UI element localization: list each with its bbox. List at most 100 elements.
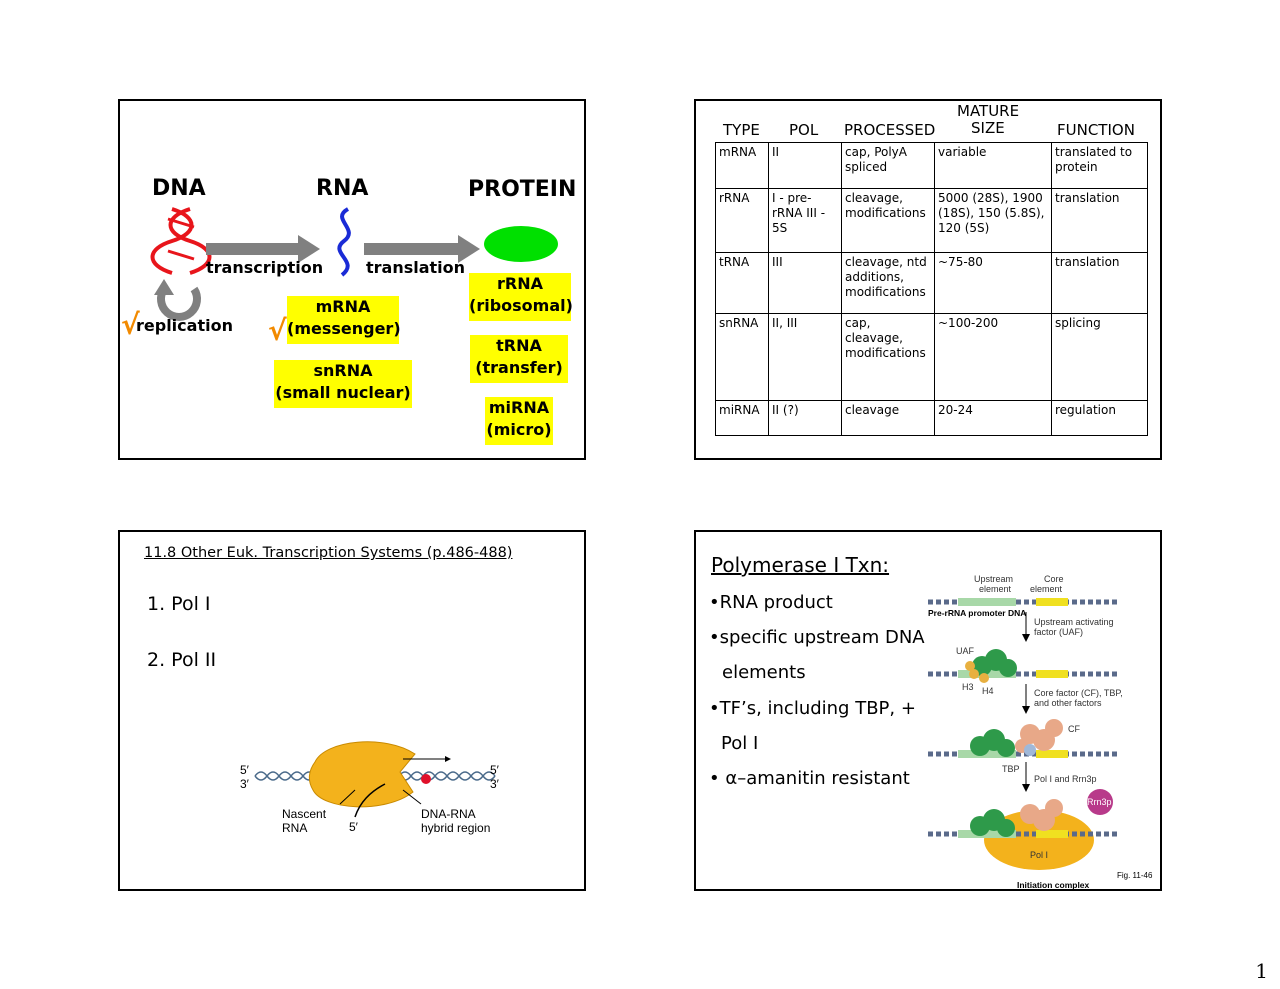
cell-type: snRNA bbox=[715, 313, 769, 401]
mirna-sub: (micro) bbox=[486, 420, 552, 439]
upstream-element-icon bbox=[958, 598, 1016, 606]
cell-size: variable bbox=[934, 142, 1052, 189]
slide-pol-i: Polymerase I Txn: •RNA product •specific… bbox=[694, 530, 1162, 891]
bullet-elements: elements bbox=[722, 662, 806, 683]
table-row: rRNA I - pre-rRNA III - 5S cleavage, mod… bbox=[715, 188, 1148, 253]
three-prime-left: 3′ bbox=[240, 777, 250, 791]
cell-pol: I - pre-rRNA III - 5S bbox=[768, 188, 842, 253]
upstream-label-2: element bbox=[979, 584, 1012, 594]
bullet-tfs: •TF’s, including TBP, + bbox=[709, 698, 916, 719]
cell-function: translated to protein bbox=[1051, 142, 1148, 189]
snrna-title: snRNA bbox=[313, 361, 373, 380]
transcription-label: transcription bbox=[206, 258, 324, 277]
cf-note-2: and other factors bbox=[1034, 698, 1102, 708]
table-row: tRNA III cleavage, ntd additions, modifi… bbox=[715, 252, 1148, 314]
mrna-check-icon: √ bbox=[268, 314, 287, 347]
snrna-sub: (small nuclear) bbox=[275, 383, 411, 402]
rrna-box: rRNA (ribosomal) bbox=[469, 273, 573, 321]
cell-processed: cleavage bbox=[841, 400, 935, 436]
pol-i-text: Pol I bbox=[1030, 850, 1048, 860]
cf-note: Core factor (CF), TBP, bbox=[1034, 688, 1123, 698]
header-size: SIZE bbox=[971, 119, 1005, 137]
header-processed: PROCESSED bbox=[844, 121, 936, 139]
slide-rna-table: TYPE POL PROCESSED MATURE SIZE FUNCTION … bbox=[694, 99, 1162, 460]
cf-text: CF bbox=[1068, 724, 1080, 734]
active-site-icon bbox=[421, 774, 431, 784]
protein-label: PROTEIN bbox=[468, 177, 577, 202]
hybrid-label-2: hybrid region bbox=[421, 821, 490, 835]
rna-label: RNA bbox=[316, 176, 369, 201]
rrna-sub: (ribosomal) bbox=[469, 296, 573, 315]
core-label: Core bbox=[1044, 574, 1064, 584]
polymerase-body-icon bbox=[308, 741, 416, 808]
cell-pol: III bbox=[768, 252, 842, 314]
dna-helix-icon bbox=[150, 207, 212, 275]
mirna-title: miRNA bbox=[488, 398, 550, 417]
pol-ii-item: 2. Pol II bbox=[147, 649, 217, 671]
table-row: snRNA II, III cap, cleavage, modificatio… bbox=[715, 313, 1148, 401]
uaf-note-2: factor (UAF) bbox=[1034, 627, 1083, 637]
cell-processed: cleavage, modifications bbox=[841, 188, 935, 253]
uaf-note: Upstream activating bbox=[1034, 617, 1114, 627]
pol-note: Pol I and Rrn3p bbox=[1034, 774, 1097, 784]
page-number: 1 bbox=[1255, 959, 1268, 983]
trna-box: tRNA (transfer) bbox=[470, 335, 568, 383]
cell-type: rRNA bbox=[715, 188, 769, 253]
translation-label: translation bbox=[366, 258, 466, 277]
cell-pol: II bbox=[768, 142, 842, 189]
pol-i-item: 1. Pol I bbox=[147, 593, 211, 615]
dogma-diagram bbox=[150, 207, 558, 321]
slide-other-euk: 11.8 Other Euk. Transcription Systems (p… bbox=[118, 530, 586, 891]
protein-ellipse-icon bbox=[484, 226, 558, 262]
mrna-box: mRNA (messenger) bbox=[287, 296, 401, 344]
cell-type: miRNA bbox=[715, 400, 769, 436]
replication-arrowhead-icon bbox=[154, 279, 174, 295]
cell-size: ~100-200 bbox=[934, 313, 1052, 401]
initiation-complex-figure: Upstream element Core element Pre-rRNA p… bbox=[928, 574, 1153, 890]
three-prime-right: 3′ bbox=[490, 777, 500, 791]
header-pol: POL bbox=[789, 121, 819, 139]
nascent-rna-icon bbox=[354, 783, 386, 818]
cell-pol: II (?) bbox=[768, 400, 842, 436]
dna-label: DNA bbox=[152, 176, 206, 201]
initiation-complex-icon bbox=[970, 789, 1113, 837]
rrna-title: rRNA bbox=[497, 274, 543, 293]
h4-label: H4 bbox=[982, 686, 994, 696]
cell-pol: II, III bbox=[768, 313, 842, 401]
tbp-text: TBP bbox=[1002, 764, 1020, 774]
complex-caption: Initiation complex bbox=[1017, 880, 1090, 890]
header-function: FUNCTION bbox=[1057, 121, 1135, 139]
cell-processed: cleavage, ntd additions, modifications bbox=[841, 252, 935, 314]
header-mature: MATURE bbox=[957, 102, 1020, 120]
five-prime-right: 5′ bbox=[490, 763, 500, 777]
cell-function: regulation bbox=[1051, 400, 1148, 436]
bullet-amanitin: • α–amanitin resistant bbox=[709, 768, 910, 789]
replication-label: replication bbox=[136, 316, 233, 335]
replication-arrow-icon bbox=[157, 286, 201, 321]
cell-function: translation bbox=[1051, 188, 1148, 253]
five-prime-rna: 5′ bbox=[349, 820, 359, 834]
promoter-label: Pre-rRNA promoter DNA bbox=[928, 608, 1026, 618]
table-row: mRNA II cap, PolyA spliced variable tran… bbox=[715, 142, 1148, 189]
table-row: miRNA II (?) cleavage 20-24 regulation bbox=[715, 400, 1148, 436]
cell-type: mRNA bbox=[715, 142, 769, 189]
cell-size: 20-24 bbox=[934, 400, 1052, 436]
five-prime-left: 5′ bbox=[240, 763, 250, 777]
rrn3p-text: Rrn3p bbox=[1087, 797, 1112, 807]
cell-type: tRNA bbox=[715, 252, 769, 314]
cell-processed: cap, cleavage, modifications bbox=[841, 313, 935, 401]
core-label-2: element bbox=[1030, 584, 1063, 594]
bullet-pol-i: Pol I bbox=[721, 733, 759, 754]
trna-sub: (transfer) bbox=[475, 358, 563, 377]
mrna-title: mRNA bbox=[315, 297, 371, 316]
rna-strand-icon bbox=[337, 207, 351, 277]
polymerase-figure: 5′ 3′ 5′ 3′ Nascent RNA 5′ DNA-RNA hybri… bbox=[240, 741, 500, 835]
nascent-label: Nascent bbox=[282, 807, 327, 821]
header-type: TYPE bbox=[723, 121, 760, 139]
cell-processed: cap, PolyA spliced bbox=[841, 142, 935, 189]
cell-size: ~75-80 bbox=[934, 252, 1052, 314]
upstream-label: Upstream bbox=[974, 574, 1013, 584]
cf-complex-icon bbox=[970, 719, 1063, 757]
core-element-icon bbox=[1036, 598, 1068, 606]
uaf-text: UAF bbox=[956, 646, 975, 656]
